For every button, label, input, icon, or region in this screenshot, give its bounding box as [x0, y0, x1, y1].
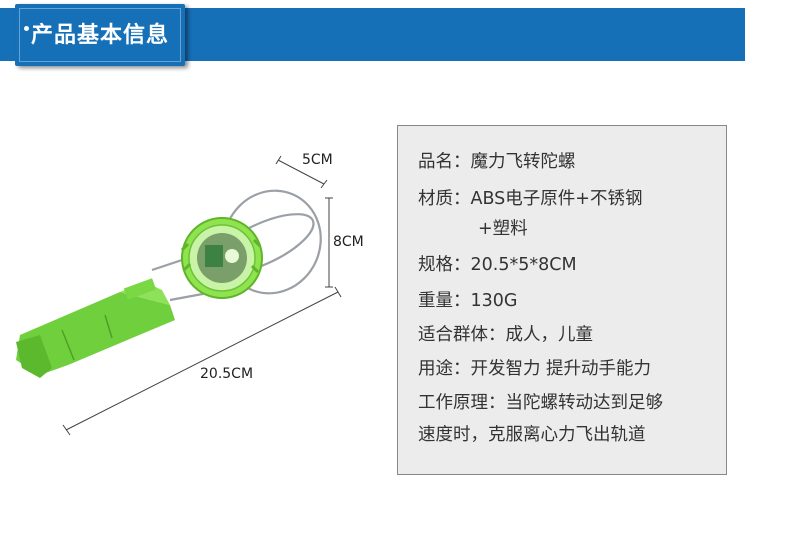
height-label: 8CM: [333, 234, 364, 250]
product-illustration: 5CM 8CM 20.5CM: [16, 152, 364, 436]
handle-icon: [16, 278, 175, 378]
header-dot: [24, 26, 29, 31]
height-dimension: 8CM: [325, 197, 364, 288]
length-label: 20.5CM: [200, 366, 253, 382]
info-material-cont: +塑料: [478, 219, 528, 239]
width-label: 5CM: [302, 152, 333, 168]
header-tab-frame: [19, 8, 181, 62]
info-principle-cont: 速度时，克服离心力飞出轨道: [418, 425, 646, 445]
page-title: 产品基本信息: [30, 23, 169, 48]
info-usage: 用途：开发智力 提升动手能力: [418, 359, 652, 379]
width-dimension: 5CM: [275, 152, 333, 189]
length-dimension: 20.5CM: [62, 286, 342, 436]
info-weight: 重量：130G: [418, 291, 518, 311]
product-info-panel: 品名：魔力飞转陀螺 材质：ABS电子原件+不锈钢 +塑料 规格：20.5*5*8…: [397, 125, 727, 475]
info-name: 品名：魔力飞转陀螺: [418, 152, 576, 172]
info-principle: 工作原理：当陀螺转动达到足够: [418, 393, 663, 413]
info-audience: 适合群体：成人，儿童: [418, 325, 593, 345]
gyroscope-icon: [180, 217, 263, 299]
header-tab: 产品基本信息: [15, 4, 185, 66]
info-spec: 规格：20.5*5*8CM: [418, 255, 577, 275]
info-material: 材质：ABS电子原件+不锈钢: [418, 189, 643, 209]
